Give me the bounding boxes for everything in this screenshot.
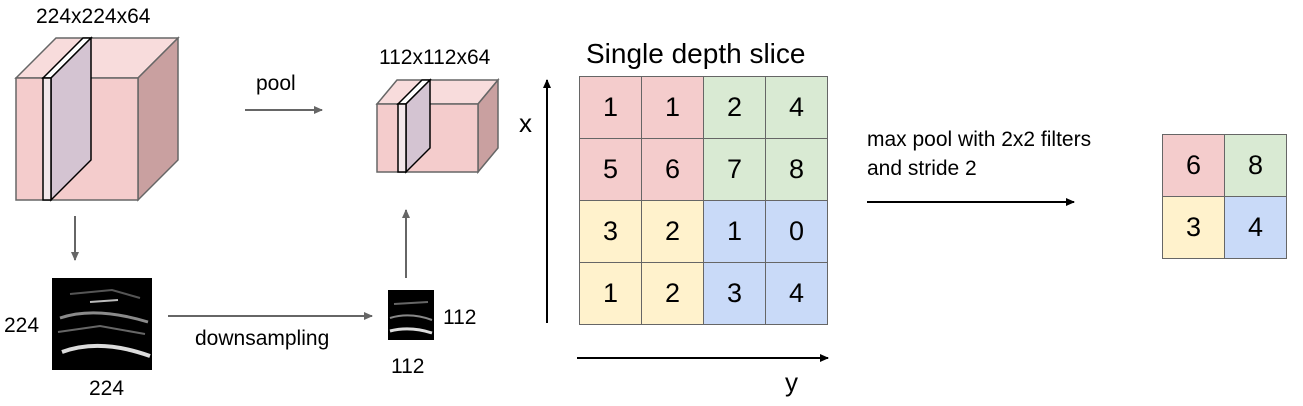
input-cell: 4 [765,76,828,139]
downsampling-label: downsampling [195,327,330,350]
input-cell: 6 [641,138,704,201]
input-cell: 8 [765,138,828,201]
input-activation-thumbnail [52,278,152,370]
input-cell: 1 [579,76,642,139]
input-side-label: 224 [4,314,40,337]
slice-title: Single depth slice [586,38,806,69]
output-cell: 6 [1162,134,1225,197]
output-side-label: 112 [443,306,477,329]
pooled-volume-cube [375,77,500,175]
input-cell: 1 [703,200,766,263]
input-cell: 7 [703,138,766,201]
input-cell: 3 [703,262,766,325]
input-cell: 1 [641,76,704,139]
output-cell: 3 [1162,196,1225,259]
input-cell: 5 [579,138,642,201]
axis-x-label: x [519,108,532,138]
input-cell: 0 [765,200,828,263]
pool-label: pool [256,72,296,95]
input-cell: 1 [579,262,642,325]
pooled-dims-label: 112x112x64 [379,46,491,69]
input-bottom-label: 224 [89,377,125,400]
input-cell: 3 [579,200,642,263]
output-activation-thumbnail [388,290,434,340]
op-line1: max pool with 2x2 filters [867,128,1092,151]
output-cell: 4 [1224,196,1287,259]
axis-y-label: y [785,367,798,397]
input-cell: 2 [641,262,704,325]
input-cell: 2 [703,76,766,139]
op-line2: and stride 2 [867,157,977,180]
input-volume-cube [14,36,180,202]
input-cell: 2 [641,200,704,263]
output-cell: 8 [1224,134,1287,197]
input-dims-label: 224x224x64 [36,5,151,28]
output-bottom-label: 112 [391,355,425,378]
input-cell: 4 [765,262,828,325]
